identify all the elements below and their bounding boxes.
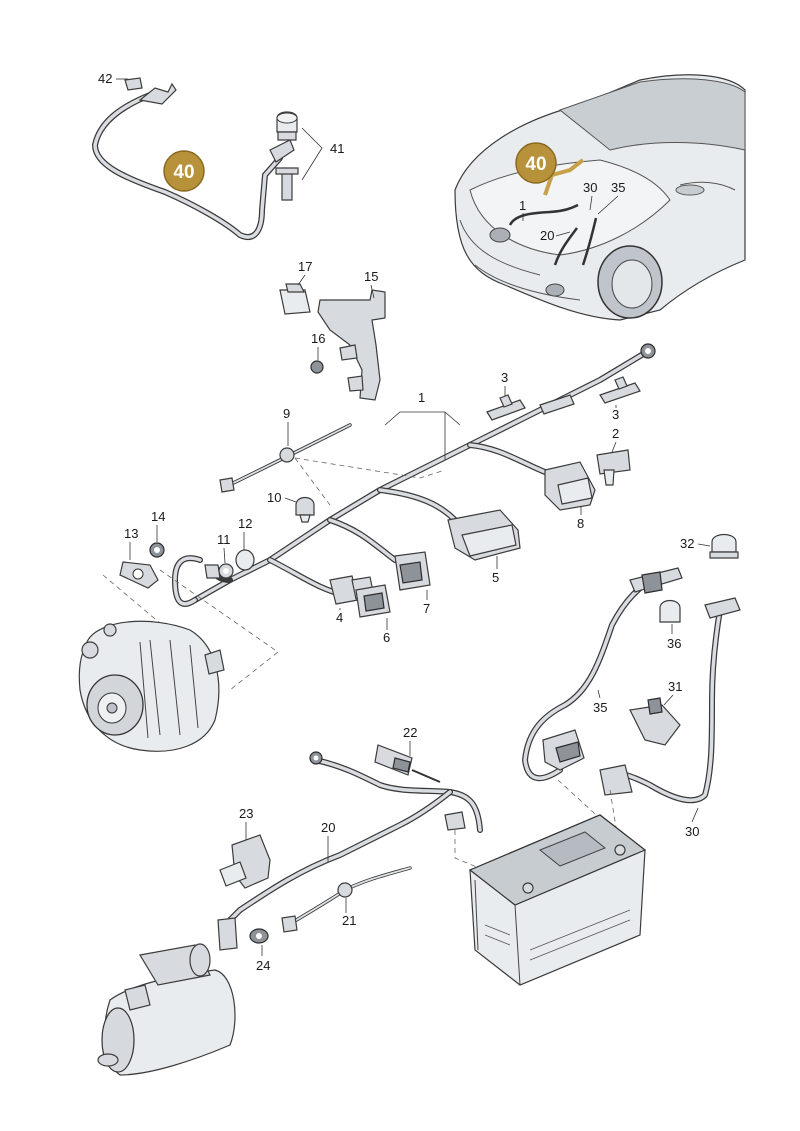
label-21: 21 [342, 913, 356, 928]
starter-motor [97, 943, 236, 1076]
part-11-nut [218, 563, 234, 579]
label-10: 10 [267, 490, 281, 505]
label-car-30: 30 [583, 180, 597, 195]
label-car-1: 1 [519, 198, 526, 213]
part-22-connector [374, 744, 441, 783]
ring-terminal [204, 564, 221, 579]
label-31: 31 [668, 679, 682, 694]
label-3b: 3 [612, 407, 619, 422]
part-14-nut [149, 542, 165, 558]
part-3-clip-upper [486, 394, 526, 421]
part-6-connector [355, 584, 391, 618]
label-20: 20 [321, 820, 335, 835]
part-5-connector [447, 509, 521, 561]
bracket-15 [279, 283, 386, 401]
label-42: 42 [98, 71, 112, 86]
label-11: 11 [217, 532, 231, 547]
label-23: 23 [239, 806, 253, 821]
label-car-35: 35 [611, 180, 625, 195]
part-24-nut [249, 928, 269, 944]
battery [468, 814, 647, 986]
part-2-connector [596, 449, 631, 486]
part-13-bracket [119, 561, 159, 589]
harness-1 [172, 343, 656, 607]
part-21-cable-tie [281, 866, 412, 933]
part-31-terminal [629, 697, 681, 746]
label-14: 14 [151, 509, 165, 524]
part-8-connector [544, 461, 596, 511]
part-3-clip-lower [599, 376, 641, 404]
label-13: 13 [124, 526, 138, 541]
label-22: 22 [403, 725, 417, 740]
part-7-connector [394, 551, 431, 591]
label-35: 35 [593, 700, 607, 715]
label-8: 8 [577, 516, 584, 531]
label-41: 41 [330, 141, 344, 156]
part-40-ground-strap [92, 77, 299, 240]
label-9: 9 [283, 406, 290, 421]
label-24: 24 [256, 958, 270, 973]
label-5: 5 [492, 570, 499, 585]
part-20-harness [217, 751, 483, 951]
label-15: 15 [364, 269, 378, 284]
label-16: 16 [311, 331, 325, 346]
label-12: 12 [238, 516, 252, 531]
part-30-cable [599, 597, 741, 804]
part-9-cable-tie [219, 423, 352, 493]
part-35-cable [522, 567, 683, 782]
part-10-clip [295, 496, 315, 523]
label-7: 7 [423, 601, 430, 616]
callout-40-main: 40 [163, 150, 205, 192]
label-17: 17 [298, 259, 312, 274]
part-36-nut [659, 599, 681, 623]
label-2: 2 [612, 426, 619, 441]
label-6: 6 [383, 630, 390, 645]
part-12-cap [235, 549, 255, 571]
label-3a: 3 [501, 370, 508, 385]
label-36: 36 [667, 636, 681, 651]
car-illustration [454, 74, 746, 321]
label-1: 1 [418, 390, 425, 405]
label-car-20: 20 [540, 228, 554, 243]
part-23-holder [219, 834, 271, 889]
callout-40-car: 40 [515, 142, 557, 184]
label-32: 32 [680, 536, 694, 551]
callout-40-main-label: 40 [173, 162, 194, 183]
callout-40-car-label: 40 [525, 154, 546, 175]
label-30: 30 [685, 824, 699, 839]
label-4: 4 [336, 610, 343, 625]
part-32-cap [709, 533, 739, 559]
alternator [78, 620, 225, 752]
